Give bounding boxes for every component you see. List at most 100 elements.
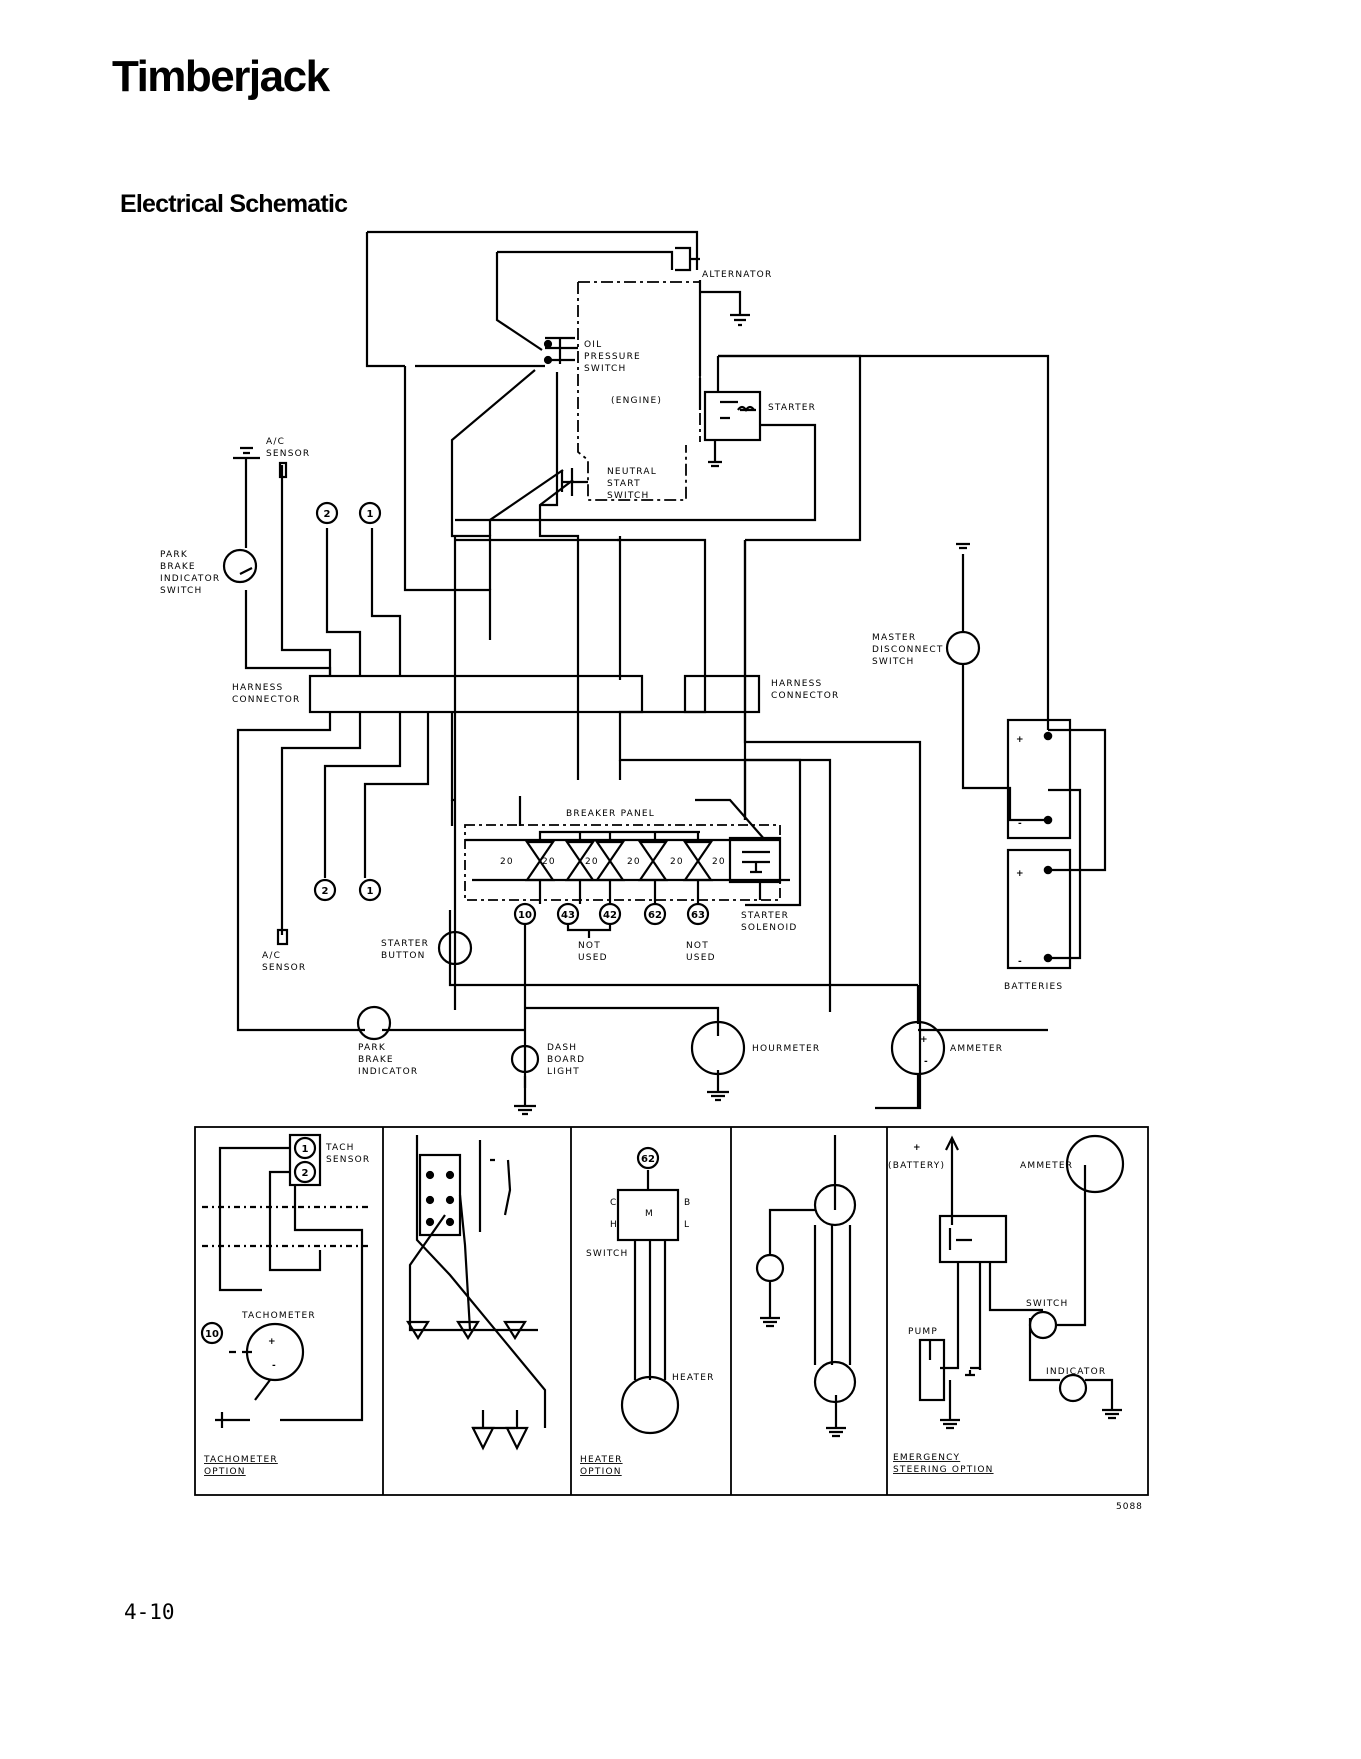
svg-text:-: - — [1018, 957, 1023, 967]
light-switch-option — [406, 1135, 547, 1451]
svg-text:62: 62 — [641, 1154, 655, 1165]
tach-wire-10-marker — [200, 1321, 224, 1345]
harness-connector-right — [683, 674, 761, 714]
ac-sensor-top-icon — [278, 461, 288, 479]
svg-text:20: 20 — [585, 857, 599, 867]
svg-text:20: 20 — [500, 857, 514, 867]
svg-text:OPTION: OPTION — [580, 1467, 622, 1477]
fourth-panel-side-connector — [755, 1253, 785, 1283]
svg-text:M: M — [645, 1209, 654, 1219]
svg-text:START: START — [607, 479, 641, 489]
lower-wiring — [382, 680, 920, 1116]
emergency-indicator-label: INDICATOR — [1046, 1367, 1106, 1377]
svg-text:1: 1 — [367, 886, 374, 897]
svg-text:+: + — [1016, 869, 1025, 879]
svg-text:NEUTRAL: NEUTRAL — [607, 467, 657, 477]
battery-2-icon — [1006, 848, 1072, 970]
park-brake-indicator-icon — [356, 1005, 392, 1041]
fourth-panel-top-connector — [813, 1183, 857, 1227]
wire-2-bottom-marker — [313, 878, 337, 902]
batteries-label: BATTERIES — [1004, 982, 1063, 992]
emergency-ammeter-icon — [1065, 1134, 1125, 1194]
svg-text:NOT: NOT — [686, 941, 709, 951]
svg-text:TACHOMETER: TACHOMETER — [203, 1455, 278, 1465]
starter-label: STARTER — [768, 403, 816, 413]
starter-button-icon — [437, 930, 473, 966]
emergency-ammeter-label: AMMETER — [1020, 1161, 1073, 1171]
svg-text:HARNESS: HARNESS — [232, 683, 283, 693]
svg-text:STEERING OPTION: STEERING OPTION — [893, 1465, 994, 1475]
svg-text:BUTTON: BUTTON — [381, 951, 426, 961]
oil-pressure-switch-label: OIL PRESSURE SWITCH — [584, 340, 640, 374]
heater-wire-62-marker — [636, 1146, 660, 1170]
tachometer-option-wiring — [202, 1133, 372, 1428]
svg-text:20: 20 — [670, 857, 684, 867]
svg-text:STARTER: STARTER — [741, 911, 789, 921]
tach-sensor-2-marker — [293, 1160, 317, 1184]
neutral-start-switch — [560, 468, 588, 496]
emergency-switch-label: SWITCH — [1026, 1299, 1069, 1309]
not-used-left-label: NOT USED — [578, 941, 607, 963]
breaker-rating-labels: 20 20 20 20 20 20 — [500, 857, 725, 867]
svg-text:2: 2 — [302, 1168, 309, 1179]
svg-text:-: - — [272, 1361, 277, 1371]
wire-62-marker — [643, 902, 667, 926]
svg-text:SENSOR: SENSOR — [262, 963, 306, 973]
svg-text:SWITCH: SWITCH — [607, 491, 650, 501]
heater-option-caption: HEATER OPTION — [580, 1455, 622, 1477]
harness-connector-right-label: HARNESS CONNECTOR — [771, 679, 838, 701]
emergency-steering-option-caption: EMERGENCY STEERING OPTION — [893, 1453, 994, 1475]
tachometer-option-caption: TACHOMETER OPTION — [203, 1455, 278, 1477]
svg-text:SWITCH: SWITCH — [160, 586, 203, 596]
svg-text:INDICATOR: INDICATOR — [358, 1067, 418, 1077]
svg-text:SOLENOID: SOLENOID — [741, 923, 798, 933]
wire-1-top-marker — [358, 501, 382, 525]
heater-motor-icon — [620, 1375, 680, 1435]
left-wiring — [233, 446, 457, 1032]
svg-text:-: - — [1018, 819, 1023, 829]
svg-text:2: 2 — [322, 886, 329, 897]
svg-text:HARNESS: HARNESS — [771, 679, 822, 689]
options-panel-dividers — [382, 1127, 888, 1495]
svg-text:A/C: A/C — [266, 437, 285, 447]
engine-label: (ENGINE) — [611, 396, 662, 406]
dash-board-light-label: DASH BOARD LIGHT — [547, 1043, 584, 1077]
oil-pressure-switch — [543, 336, 578, 365]
heater-switch-label: SWITCH — [586, 1249, 629, 1259]
svg-text:42: 42 — [603, 910, 617, 921]
master-disconnect-switch-icon — [945, 630, 981, 666]
heater-option-wiring — [616, 1170, 680, 1380]
tachometer-label: TACHOMETER — [241, 1311, 316, 1321]
breaker-panel — [450, 796, 790, 901]
park-brake-indicator-switch-label: PARK BRAKE INDICATOR SWITCH — [160, 550, 220, 596]
battery-1-negative-terminal — [1043, 815, 1053, 825]
harness-connector-left-label: HARNESS CONNECTOR — [232, 683, 300, 705]
not-used-bracket — [566, 924, 612, 938]
svg-text:INDICATOR: INDICATOR — [160, 574, 220, 584]
options-panel — [194, 1126, 1149, 1496]
emergency-battery-label: (BATTERY) — [888, 1161, 945, 1171]
battery-1-positive-terminal — [1043, 731, 1053, 741]
master-disconnect-wiring — [918, 542, 1107, 1032]
svg-text:DISCONNECT: DISCONNECT — [872, 645, 944, 655]
wire-number-labels: 2 1 2 1 10 43 42 62 63 1 2 10 62 — [205, 509, 705, 1340]
ac-sensor-bottom-icon — [276, 928, 289, 946]
tachometer-icon — [245, 1322, 305, 1382]
svg-text:1: 1 — [302, 1144, 309, 1155]
svg-text:20: 20 — [627, 857, 641, 867]
tach-sensor-1-marker — [293, 1136, 317, 1160]
svg-text:62: 62 — [648, 910, 662, 921]
svg-text:CONNECTOR: CONNECTOR — [232, 695, 300, 705]
alternator-symbol — [675, 246, 750, 327]
light-switch-terminals — [425, 1170, 455, 1227]
ac-sensor-top-label: A/C SENSOR — [266, 437, 309, 459]
starter-motor — [703, 390, 762, 468]
starter-button-label: STARTER BUTTON — [381, 939, 428, 961]
svg-text:SWITCH: SWITCH — [584, 364, 627, 374]
svg-text:MASTER: MASTER — [872, 633, 916, 643]
svg-text:EMERGENCY: EMERGENCY — [893, 1453, 960, 1463]
heater-terminal-labels: C H M B L — [610, 1198, 690, 1230]
svg-text:20: 20 — [542, 857, 556, 867]
alternator-label: ALTERNATOR — [702, 270, 772, 280]
park-brake-indicator-label: PARK BRAKE INDICATOR — [358, 1043, 418, 1077]
